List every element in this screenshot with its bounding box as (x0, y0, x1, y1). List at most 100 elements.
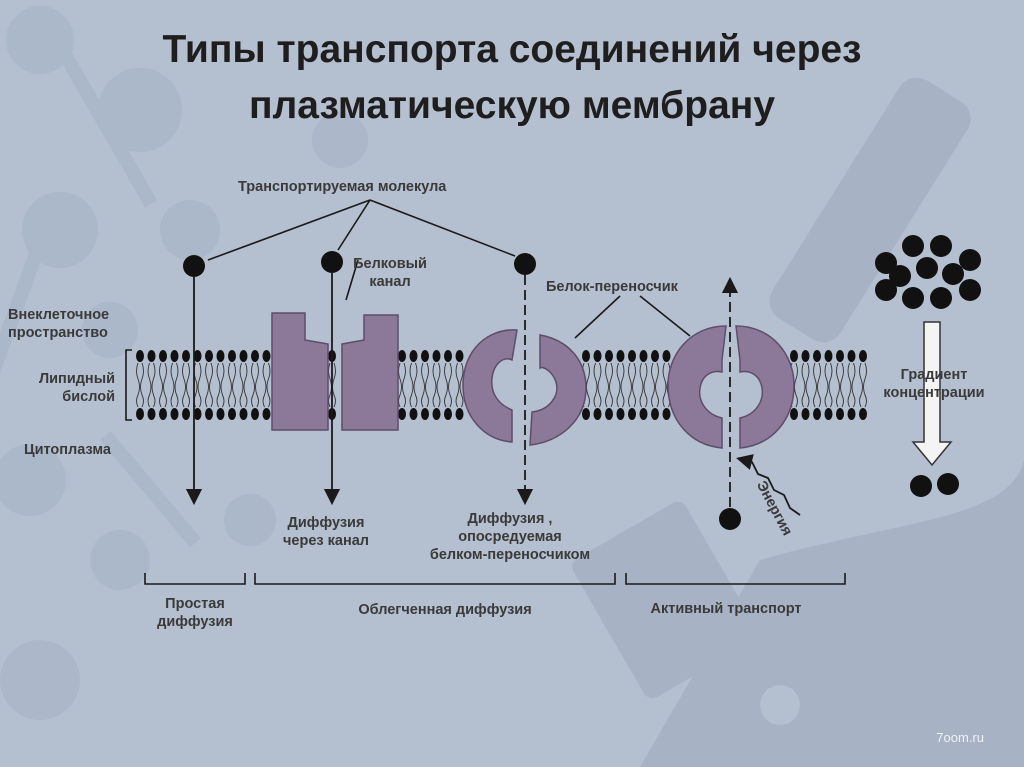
gradient-high-11 (959, 279, 981, 301)
label-extracellular: Внеклеточное пространство (8, 306, 109, 342)
lipid-head-inner (859, 408, 867, 420)
lipid-head-inner (651, 408, 659, 420)
lipid-head-inner (790, 408, 798, 420)
lipid-tail (651, 362, 659, 408)
lipid-head-outer (582, 350, 590, 362)
bracket-active (625, 573, 846, 585)
lipid-head-inner (616, 408, 625, 420)
pointer-carrier-left (574, 295, 621, 339)
bracket-facilitated (254, 573, 616, 585)
gradient-high-3 (930, 235, 952, 257)
energy-zigzag (736, 454, 801, 516)
label-cytoplasm: Цитоплазма (24, 442, 111, 458)
lipid-head-outer (159, 350, 167, 362)
watermark: 7oom.ru (936, 730, 984, 745)
pump-left-half (667, 325, 727, 449)
lipid-head-inner (813, 408, 821, 420)
gradient-high-8 (875, 279, 897, 301)
lipid-head-outer (662, 350, 671, 362)
label-carrier-diffusion-line2: опосредуемая (458, 529, 562, 545)
microscope-silhouette (572, 77, 1024, 767)
lipid-tail (182, 362, 190, 408)
label-protein-channel: Белковый канал (340, 255, 440, 291)
lipid-head-outer (170, 350, 179, 362)
lipid-head-inner (455, 408, 464, 420)
lipid-head-outer (421, 350, 429, 362)
label-channel-diffusion-line2: через канал (283, 533, 369, 549)
carrier-protein-open (462, 329, 587, 446)
lipid-head-inner (159, 408, 167, 420)
lipid-tail (455, 362, 464, 408)
lipid-head-outer (193, 350, 202, 362)
pointer-channel-label (345, 259, 359, 301)
lipid-head-inner (836, 408, 844, 420)
lipid-head-inner (628, 408, 636, 420)
gradient-high-4 (959, 249, 981, 271)
label-lipid-bilayer: Липидный бислой (10, 370, 115, 406)
lipid-tail (251, 362, 259, 408)
lipid-head-inner (582, 408, 590, 420)
lipid-head-outer (182, 350, 190, 362)
label-protein-channel-line1: Белковый (353, 256, 427, 272)
lipid-tail (628, 362, 636, 408)
lipid-head-inner (216, 408, 225, 420)
page-title: Типы транспорта соединений через плазмат… (0, 22, 1024, 134)
label-gradient-line2: концентрации (883, 385, 985, 401)
label-gradient-line1: Градиент (900, 367, 968, 383)
gradient-high-10 (930, 287, 952, 309)
lipid-head-outer (847, 350, 856, 362)
lipid-head-outer (409, 350, 418, 362)
channel-left-subunit (271, 312, 329, 431)
label-simple-diffusion: Простая диффузия (140, 595, 250, 631)
title-line-1: Типы транспорта соединений через (162, 28, 862, 71)
pointer-lines (207, 199, 691, 339)
lipid-tail (216, 362, 225, 408)
lipid-tail (409, 362, 418, 408)
protein-channel (271, 312, 399, 431)
label-extracellular-line2: пространство (8, 325, 108, 341)
lipid-head-inner (147, 408, 156, 420)
lipid-head-outer (398, 350, 406, 362)
label-carrier-diffusion-line3: белком-переносчиком (429, 547, 591, 563)
lipid-head-outer (801, 350, 810, 362)
lipid-tail (147, 362, 156, 408)
lipid-tail (421, 362, 429, 408)
lipid-head-outer (790, 350, 798, 362)
lipid-tail (228, 362, 236, 408)
lipid-head-outer (432, 350, 441, 362)
lipid-head-inner (136, 408, 144, 420)
lipid-head-outer (651, 350, 659, 362)
gradient-high-1 (875, 252, 897, 274)
label-carrier-protein: Белок-переносчик (546, 279, 678, 295)
lipid-head-outer (444, 350, 452, 362)
lipid-tail (859, 362, 867, 408)
pointer-carrier-right (639, 295, 691, 337)
gradient-low-2 (937, 473, 959, 495)
label-carrier-diffusion: Диффузия , опосредуемая белком-переносчи… (405, 510, 615, 564)
lipid-tail (616, 362, 625, 408)
gradient-arrow (911, 321, 953, 467)
lipid-tail (801, 362, 810, 408)
label-active-transport: Активный транспорт (650, 601, 802, 617)
lipid-head-inner (193, 408, 202, 420)
lipid-head-inner (205, 408, 213, 420)
lipid-head-inner (421, 408, 429, 420)
lipid-tail (639, 362, 648, 408)
lipid-head-outer (813, 350, 821, 362)
lipid-head-inner (432, 408, 441, 420)
label-channel-diffusion-line1: Диффузия (287, 515, 365, 531)
pointer-carrier (369, 199, 516, 257)
carrier-right-half (529, 334, 587, 446)
lipid-tail (593, 362, 602, 408)
label-channel-diffusion: Диффузия через канал (262, 514, 390, 550)
channel-right-subunit (341, 314, 399, 431)
bracket-simple (144, 573, 246, 585)
lipid-head-inner (182, 408, 190, 420)
lipid-head-outer (824, 350, 833, 362)
label-transported-molecule: Транспортируемая молекула (238, 179, 447, 195)
pointer-simple (207, 199, 371, 261)
lipid-tail (398, 362, 406, 408)
lipid-head-inner (251, 408, 259, 420)
